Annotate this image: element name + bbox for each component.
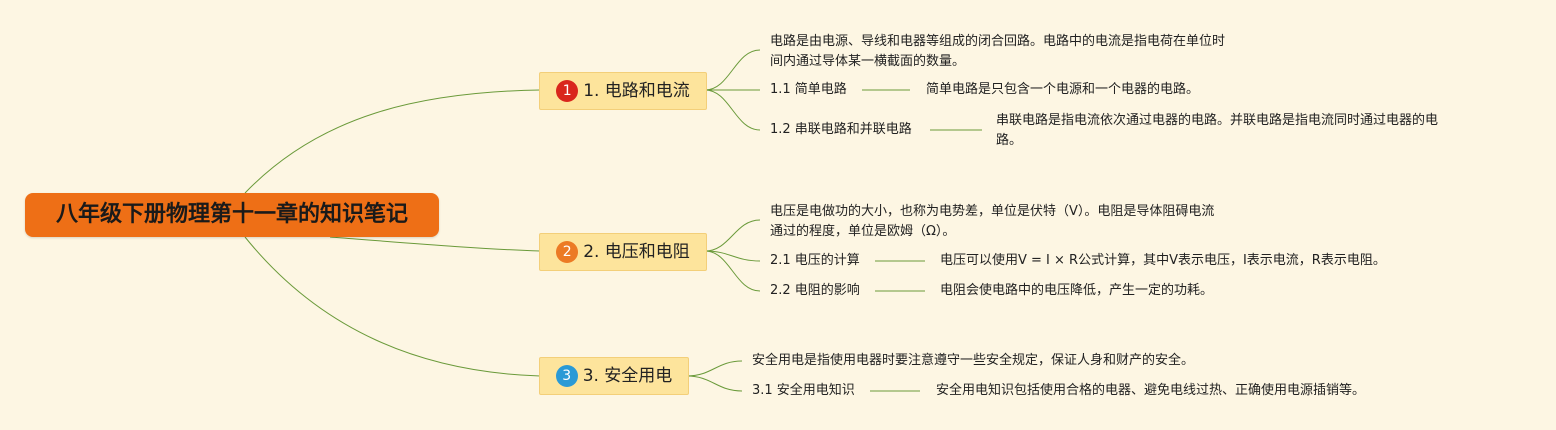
desc-line: 电路是由电源、导线和电器等组成的闭合回路。电路中的电流是指电荷在单位时 (770, 34, 1226, 49)
connector-t2-sub2 (704, 250, 761, 292)
topic-1-description: 电路是由电源、导线和电器等组成的闭合回路。电路中的电流是指电荷在单位时 间内通过… (770, 32, 1225, 72)
subtopic-2-1-detail: 电压可以使用V = I × R公式计算，其中V表示电压，I表示电流，R表示电阻。 (940, 253, 1386, 268)
root-title: 八年级下册物理第十一章的知识笔记 (55, 202, 408, 227)
connector-root-topic-2 (329, 236, 541, 252)
subtopic-1-2-detail: 串联电路是指电流依次通过电器的电路。并联电路是指电流同时通过电器的电 路。 (996, 111, 1438, 151)
number-badge-icon: 1 (556, 80, 579, 102)
subtopic-1-2[interactable]: 1.2 串联电路和并联电路 (770, 122, 912, 137)
connector-t1-desc (704, 49, 761, 91)
topic-label: 1. 电路和电流 (583, 81, 690, 101)
subtopic-2-2[interactable]: 2.2 电阻的影响 (770, 283, 860, 298)
subtopic-2-2-detail: 电阻会使电路中的电压降低，产生一定的功耗。 (940, 283, 1214, 298)
connector-t2-desc (704, 219, 761, 252)
desc-line: 电压是电做功的大小，也称为电势差，单位是伏特（V）。电阻是导体阻碍电流 (770, 204, 1215, 219)
desc-line: 间内通过导体某一横截面的数量。 (770, 54, 966, 69)
topic-2-description: 电压是电做功的大小，也称为电势差，单位是伏特（V）。电阻是导体阻碍电流 通过的程… (770, 202, 1214, 242)
connector-root-topic-3 (244, 236, 541, 377)
subtopic-3-1[interactable]: 3.1 安全用电知识 (752, 383, 855, 398)
number-badge-icon: 3 (555, 365, 578, 387)
detail-line: 串联电路是指电流依次通过电器的电路。并联电路是指电流同时通过电器的电 (996, 113, 1439, 128)
topic-node-2[interactable]: 2 2. 电压和电阻 (539, 233, 707, 271)
topic-node-3[interactable]: 3 3. 安全用电 (539, 357, 689, 395)
subtopic-3-1-detail: 安全用电知识包括使用合格的电器、避免电线过热、正确使用电源插销等。 (936, 383, 1366, 398)
number-badge-icon: 2 (556, 241, 579, 263)
root-node[interactable]: 八年级下册物理第十一章的知识笔记 (25, 193, 439, 237)
subtopic-2-1[interactable]: 2.1 电压的计算 (770, 253, 860, 268)
topic-node-1[interactable]: 1 1. 电路和电流 (539, 72, 707, 110)
topic-label: 3. 安全用电 (582, 366, 673, 386)
desc-line: 通过的程度，单位是欧姆（Ω）。 (770, 224, 956, 239)
subtopic-1-1-detail: 简单电路是只包含一个电源和一个电器的电路。 (926, 82, 1200, 97)
connector-root-topic-1 (244, 89, 541, 194)
subtopic-1-1[interactable]: 1.1 简单电路 (770, 82, 847, 97)
connector-t1-sub2 (704, 89, 761, 131)
topic-label: 2. 电压和电阻 (583, 242, 690, 262)
connector-t3-sub1 (686, 375, 743, 392)
topic-3-description: 安全用电是指使用电器时要注意遵守一些安全规定，保证人身和财产的安全。 (752, 353, 1195, 368)
detail-line: 路。 (996, 133, 1023, 148)
connector-t3-desc (686, 360, 743, 377)
